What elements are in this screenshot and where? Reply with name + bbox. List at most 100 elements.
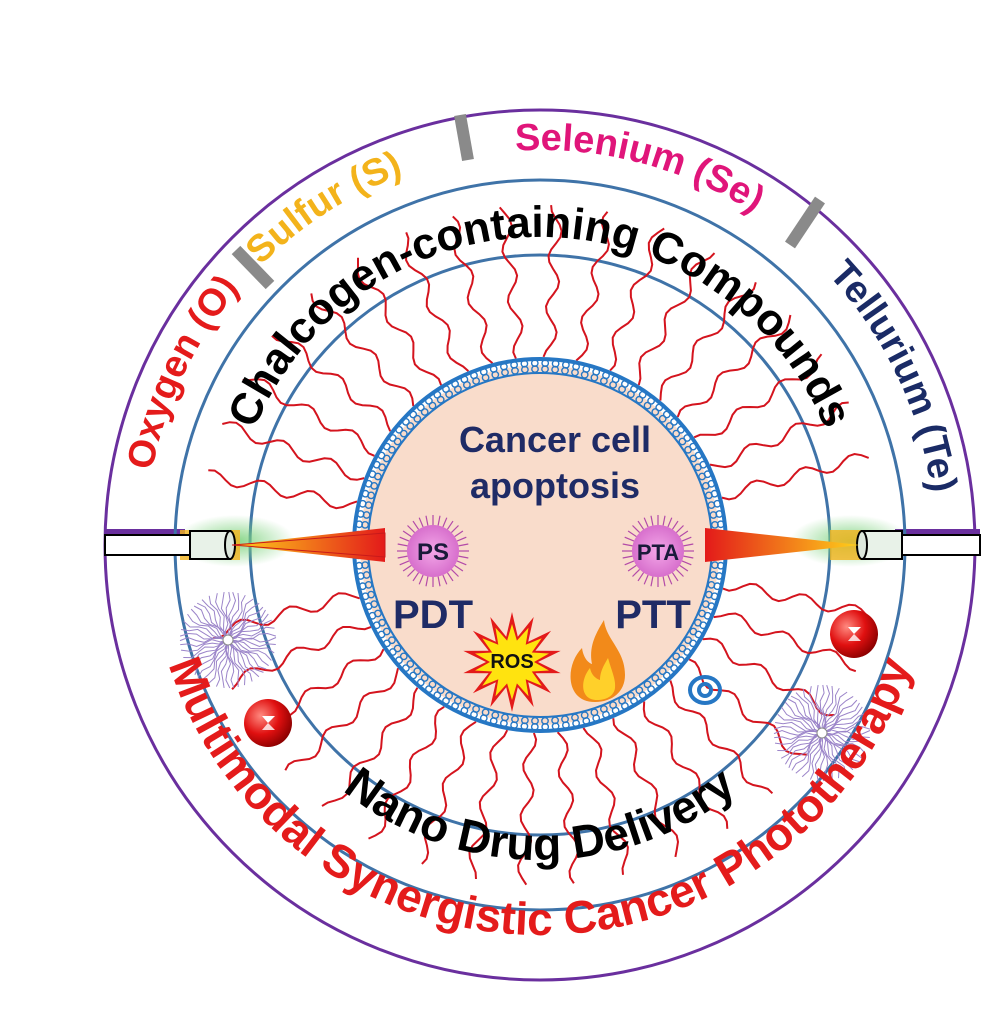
- micelle-strand: [227, 639, 276, 648]
- membrane-bead: [701, 481, 710, 490]
- polymer-chain: [582, 727, 629, 875]
- particle-ray: [442, 574, 448, 585]
- polymer-chain: [271, 335, 392, 432]
- particle-ray: [450, 525, 459, 534]
- micelle-strand: [819, 684, 825, 734]
- micelle-strand: [225, 591, 231, 641]
- micelle-strand: [821, 732, 866, 754]
- particle-ray: [632, 568, 641, 577]
- membrane-bead: [436, 395, 445, 404]
- particle-ray: [679, 530, 689, 538]
- ps-particle: PS: [397, 515, 469, 587]
- membrane-bead: [689, 627, 698, 636]
- cancer-cell-title: Cancer cell: [459, 419, 651, 460]
- particle-ray: [667, 574, 673, 585]
- particle-ray: [412, 520, 420, 530]
- membrane-bead: [651, 674, 660, 682]
- right-laser-fiber-icon: [705, 515, 981, 567]
- membrane-bead: [694, 463, 702, 472]
- membrane-bead: [684, 445, 692, 454]
- polymer-chain: [642, 701, 729, 829]
- membrane-bead: [373, 609, 382, 618]
- particle-ray: [425, 515, 429, 526]
- micelle-strand: [781, 706, 823, 734]
- particle-ray: [627, 530, 637, 538]
- polymer-chain: [702, 637, 835, 717]
- particle-ray: [671, 520, 679, 530]
- particle-ray: [454, 564, 464, 572]
- particle-ray: [454, 530, 464, 538]
- micelle-strand: [821, 685, 834, 734]
- micelle-strand: [193, 605, 229, 641]
- membrane-bead: [399, 652, 408, 661]
- micelle-strand: [795, 732, 823, 774]
- micelle-strand: [814, 732, 823, 781]
- micelle-strand: [821, 732, 840, 779]
- membrane-bead: [665, 660, 674, 668]
- membrane-bead: [627, 390, 635, 399]
- ros-burst-icon: ROS: [463, 612, 561, 712]
- nanoparticle-icon: [244, 699, 292, 747]
- membrane-bead: [393, 644, 402, 653]
- membrane-bead: [387, 636, 396, 645]
- micelle-strand: [190, 639, 229, 672]
- polymer-chain: [212, 592, 361, 640]
- membrane-bead: [453, 696, 462, 705]
- membrane-bead: [698, 609, 706, 618]
- membrane-bead: [665, 422, 674, 430]
- membrane-bead: [428, 680, 437, 689]
- particle-ray: [624, 560, 635, 566]
- particle-ray: [446, 572, 454, 582]
- membrane-bead: [472, 705, 480, 713]
- particle-ray: [407, 568, 416, 577]
- micelle-strand: [774, 732, 823, 745]
- particle-ray: [624, 536, 635, 542]
- particle-ray: [425, 576, 429, 587]
- particle-ray: [683, 543, 694, 547]
- particle-ray: [675, 568, 684, 577]
- micelle-icon: [179, 591, 277, 689]
- particle-ray: [437, 576, 441, 587]
- micelle-strand: [227, 637, 277, 643]
- micelle-strand: [227, 639, 240, 688]
- membrane-bead: [382, 454, 391, 463]
- membrane-bead: [370, 600, 379, 608]
- particle-ray: [402, 564, 412, 572]
- flame-icon: [570, 620, 625, 702]
- micelle-strand: [190, 608, 229, 641]
- micelle-strand: [215, 593, 229, 641]
- micelle-strand: [784, 732, 823, 765]
- micelle-strand: [821, 732, 829, 781]
- membrane-bead: [627, 691, 635, 700]
- ps-label: PS: [417, 539, 449, 566]
- membrane-bead: [399, 429, 408, 438]
- micelle-strand: [821, 725, 871, 734]
- membrane-bead: [387, 445, 396, 454]
- micelle-strand: [227, 639, 267, 670]
- particle-ray: [650, 515, 654, 526]
- pdt-label: PDT: [393, 593, 473, 637]
- polymer-chain: [421, 720, 477, 865]
- micelle-strand: [186, 639, 229, 666]
- particle-ray: [399, 560, 410, 566]
- micelle-strand: [791, 732, 823, 771]
- polymer-chain: [310, 293, 415, 407]
- particle-ray: [675, 525, 684, 534]
- polymer-chain: [222, 421, 365, 481]
- membrane-bead: [701, 600, 710, 608]
- ros-label: ROS: [490, 651, 533, 673]
- membrane-bead: [445, 390, 453, 399]
- apoptosis-label: apoptosis: [470, 465, 640, 506]
- particle-ray: [407, 525, 416, 534]
- micelle-icon: [773, 684, 871, 782]
- micelle-strand: [208, 595, 229, 641]
- micelle-strand: [227, 619, 272, 641]
- membrane-bead: [698, 472, 706, 481]
- membrane-bead: [406, 660, 415, 668]
- membrane-bead: [658, 414, 667, 423]
- micelle-strand: [227, 602, 260, 641]
- particle-ray: [397, 543, 408, 547]
- organelle-icon: [688, 675, 722, 705]
- micelle-strand: [180, 639, 229, 652]
- membrane-bead: [406, 422, 415, 430]
